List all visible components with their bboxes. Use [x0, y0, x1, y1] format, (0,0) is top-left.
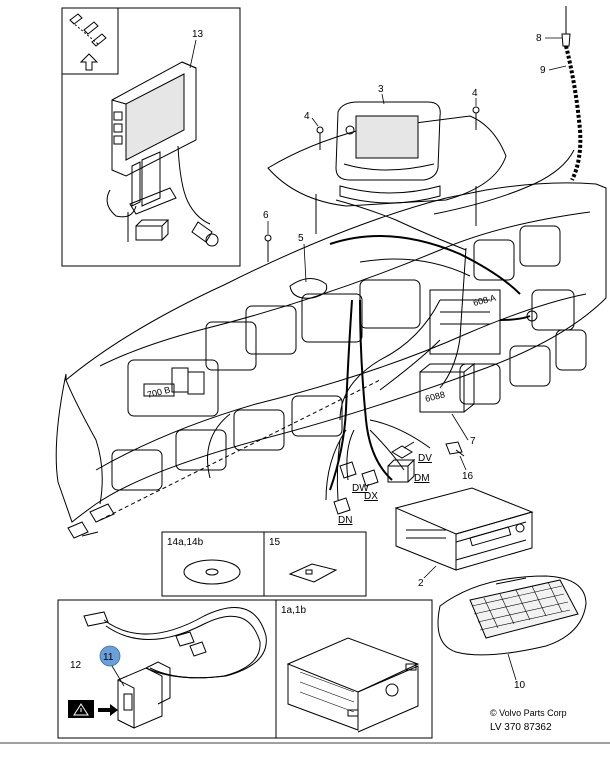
panel-15-label: 15	[269, 537, 281, 548]
drawing-reference: LV 370 87362	[490, 722, 552, 733]
panel-1-label: 1a,1b	[281, 605, 306, 616]
callout-10: 10	[514, 680, 526, 691]
callout-2: 2	[418, 578, 424, 589]
dash-label-6088: 6088	[424, 389, 446, 404]
display-unit-drawing	[106, 61, 219, 247]
dash-label-608a: 608 A	[472, 293, 497, 308]
callout-4b: 4	[472, 88, 478, 99]
cd-disc-icon	[183, 559, 241, 585]
bottom-panels	[57, 599, 433, 739]
card-drawing	[288, 563, 338, 583]
callout-6: 6	[263, 210, 269, 221]
callout-4a: 4	[304, 111, 310, 122]
wiring-harness	[89, 199, 538, 523]
callout-5: 5	[298, 233, 304, 244]
control-module-7	[419, 371, 465, 413]
callout-16: 16	[462, 471, 474, 482]
callout-7: 7	[470, 436, 476, 447]
connector-dm: DM	[414, 473, 430, 484]
callout-3: 3	[378, 84, 384, 95]
callout-9: 9	[540, 65, 546, 76]
pointer-arrow-icon	[98, 704, 118, 716]
switch-module-11	[117, 661, 171, 729]
radio-unit-2	[394, 487, 534, 571]
amplifier-1	[286, 637, 420, 733]
inset-display-mount	[61, 7, 241, 267]
warning-triangle-icon	[68, 700, 94, 718]
dashboard-top-tray	[267, 101, 507, 234]
panel-14-15	[161, 531, 367, 597]
connector-dv: DV	[418, 453, 432, 464]
connector-dw: DW	[352, 483, 369, 494]
callout-11: 11	[103, 652, 114, 663]
display-unit-3	[335, 101, 441, 204]
connector-dx: DX	[364, 491, 378, 502]
dash-label-700b: 700 B	[146, 385, 171, 400]
keyboard-10	[437, 575, 587, 656]
connector-dn: DN	[338, 515, 352, 526]
copyright-text: © Volvo Parts Corp	[490, 708, 567, 718]
antenna-drawing	[433, 6, 583, 215]
callout-13: 13	[192, 29, 204, 40]
dashboard-body	[55, 182, 607, 539]
panel-14-label: 14a,14b	[167, 537, 204, 548]
callout-11-highlight	[99, 645, 121, 667]
up-arrow-icon	[79, 53, 99, 71]
reference-arrow-box	[61, 7, 119, 75]
callout-12: 12	[70, 660, 82, 671]
callout-8: 8	[536, 33, 542, 44]
